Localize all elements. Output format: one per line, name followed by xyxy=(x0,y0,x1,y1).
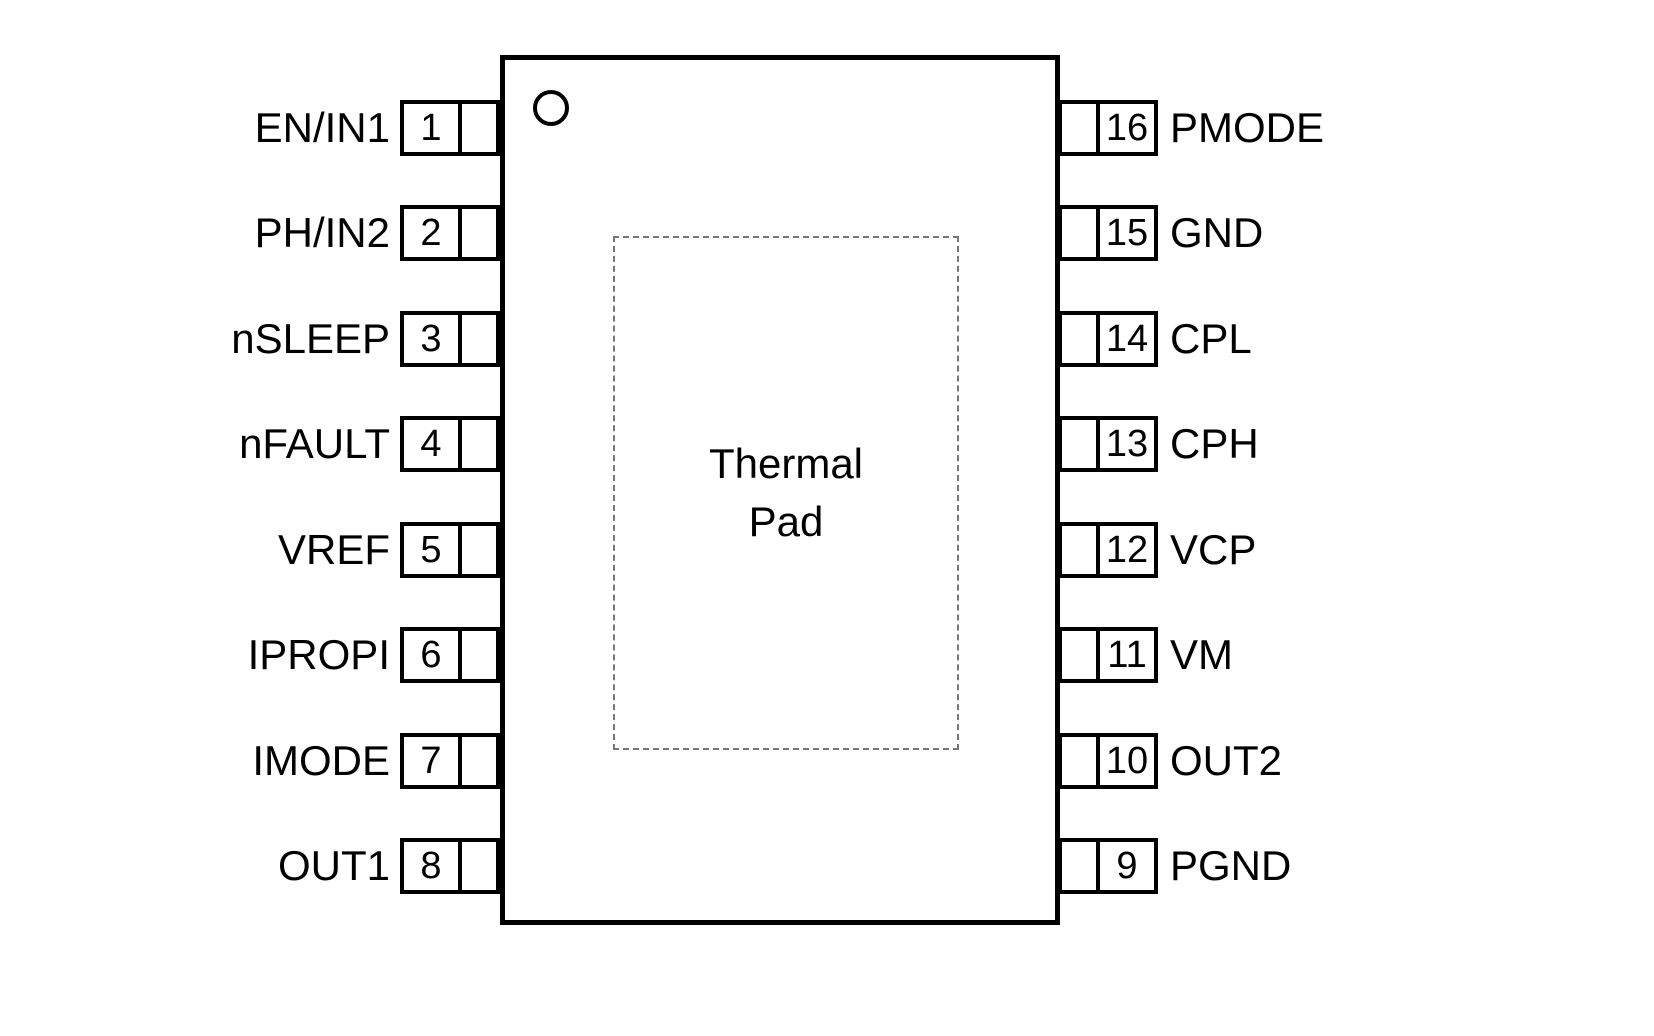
pin-box: 15 xyxy=(1058,205,1158,262)
pin-row-5: VREF 5 xyxy=(120,521,500,578)
pin-number: 1 xyxy=(404,104,462,152)
pin-box: 3 xyxy=(400,310,500,367)
thermal-pad-label-line1: Thermal xyxy=(708,439,864,487)
thermal-pad-label-line2: Pad xyxy=(748,498,824,545)
pin-number: 6 xyxy=(404,631,462,680)
pin-number: 4 xyxy=(404,420,462,469)
pin-number: 7 xyxy=(404,736,462,785)
left-pin-column: EN/IN1 1 PH/IN2 2 nSLEEP 3 nFAULT 4 xyxy=(120,100,500,894)
pin-row-10: 10 OUT2 xyxy=(1058,732,1478,789)
pin-box: 10 xyxy=(1058,732,1158,789)
pin-number: 8 xyxy=(404,841,462,890)
pin-box: 1 xyxy=(400,100,500,156)
chip-body: Thermal Pad xyxy=(500,55,1060,925)
pin-lead xyxy=(462,526,496,574)
thermal-pad: Thermal Pad xyxy=(613,236,959,750)
pin-number: 14 xyxy=(1096,314,1154,363)
pin-row-14: 14 CPL xyxy=(1058,310,1478,367)
pin-row-4: nFAULT 4 xyxy=(120,416,500,473)
pin-row-6: IPROPI 6 xyxy=(120,627,500,684)
pin-lead xyxy=(462,737,496,785)
pin-box: 2 xyxy=(400,205,500,262)
pin-number: 12 xyxy=(1096,525,1154,574)
pin-number: 9 xyxy=(1096,841,1154,890)
pin-label: PMODE xyxy=(1170,104,1325,151)
pin-row-13: 13 CPH xyxy=(1058,416,1478,473)
pin-lead xyxy=(462,631,496,679)
pin-label: EN/IN1 xyxy=(254,104,390,151)
pin-number: 13 xyxy=(1096,420,1154,469)
pin-label: nSLEEP xyxy=(231,314,390,362)
right-pin-column: 16 PMODE 15 GND 14 CPL 13 CPH xyxy=(1058,100,1478,894)
pin-box: 14 xyxy=(1058,310,1158,367)
pin-number: 2 xyxy=(404,209,462,258)
pin-number: 15 xyxy=(1096,209,1154,258)
pin-row-9: 9 PGND xyxy=(1058,837,1478,894)
pin-label: VREF xyxy=(277,525,390,573)
pin-lead xyxy=(1062,842,1096,890)
pin-lead xyxy=(462,420,496,468)
pin-number: 16 xyxy=(1096,104,1154,152)
pin-box: 13 xyxy=(1058,416,1158,473)
pin-lead xyxy=(1062,209,1096,257)
pin-label: CPH xyxy=(1170,420,1259,468)
pin-label: IMODE xyxy=(252,736,390,784)
pin-lead xyxy=(462,315,496,363)
pin-label: IPROPI xyxy=(247,631,390,679)
pin-lead xyxy=(1062,104,1096,152)
pin-label: nFAULT xyxy=(239,420,390,468)
pin-row-8: OUT1 8 xyxy=(120,837,500,894)
pin-lead xyxy=(1062,420,1096,468)
pin-row-2: PH/IN2 2 xyxy=(120,205,500,262)
pin-number: 3 xyxy=(404,314,462,363)
pin-lead xyxy=(1062,526,1096,574)
pin-box: 7 xyxy=(400,732,500,789)
pin-number: 5 xyxy=(404,525,462,574)
pin-label: VCP xyxy=(1170,525,1257,573)
pin-number: 11 xyxy=(1096,631,1154,680)
pin-lead xyxy=(462,842,496,890)
pin-row-11: 11 VM xyxy=(1058,627,1478,684)
pin-row-1: EN/IN1 1 xyxy=(120,100,500,156)
pin-box: 9 xyxy=(1058,837,1158,894)
pin-lead xyxy=(1062,631,1096,679)
pin-box: 16 xyxy=(1058,100,1158,156)
pin-box: 8 xyxy=(400,837,500,894)
pin-box: 6 xyxy=(400,627,500,684)
pin-label: VM xyxy=(1170,631,1233,679)
pin-lead xyxy=(1062,315,1096,363)
pin-label: OUT2 xyxy=(1170,736,1283,784)
pin-row-15: 15 GND xyxy=(1058,205,1478,262)
pin-box: 12 xyxy=(1058,521,1158,578)
pin-lead xyxy=(462,104,496,152)
pin-row-7: IMODE 7 xyxy=(120,732,500,789)
pin-label: GND xyxy=(1170,209,1264,257)
pin-row-16: 16 PMODE xyxy=(1058,100,1478,156)
pin-number: 10 xyxy=(1096,736,1154,785)
pin-label: PGND xyxy=(1170,841,1292,889)
pin-row-3: nSLEEP 3 xyxy=(120,310,500,367)
pin-label: PH/IN2 xyxy=(254,209,390,257)
pin-box: 11 xyxy=(1058,627,1158,684)
pin-label: OUT1 xyxy=(277,841,390,889)
pin-lead xyxy=(1062,737,1096,785)
pin-row-12: 12 VCP xyxy=(1058,521,1478,578)
pin-box: 4 xyxy=(400,416,500,473)
pin-lead xyxy=(462,209,496,257)
pin-box: 5 xyxy=(400,521,500,578)
pin-label: CPL xyxy=(1170,314,1252,362)
pin1-indicator-icon xyxy=(533,90,569,126)
